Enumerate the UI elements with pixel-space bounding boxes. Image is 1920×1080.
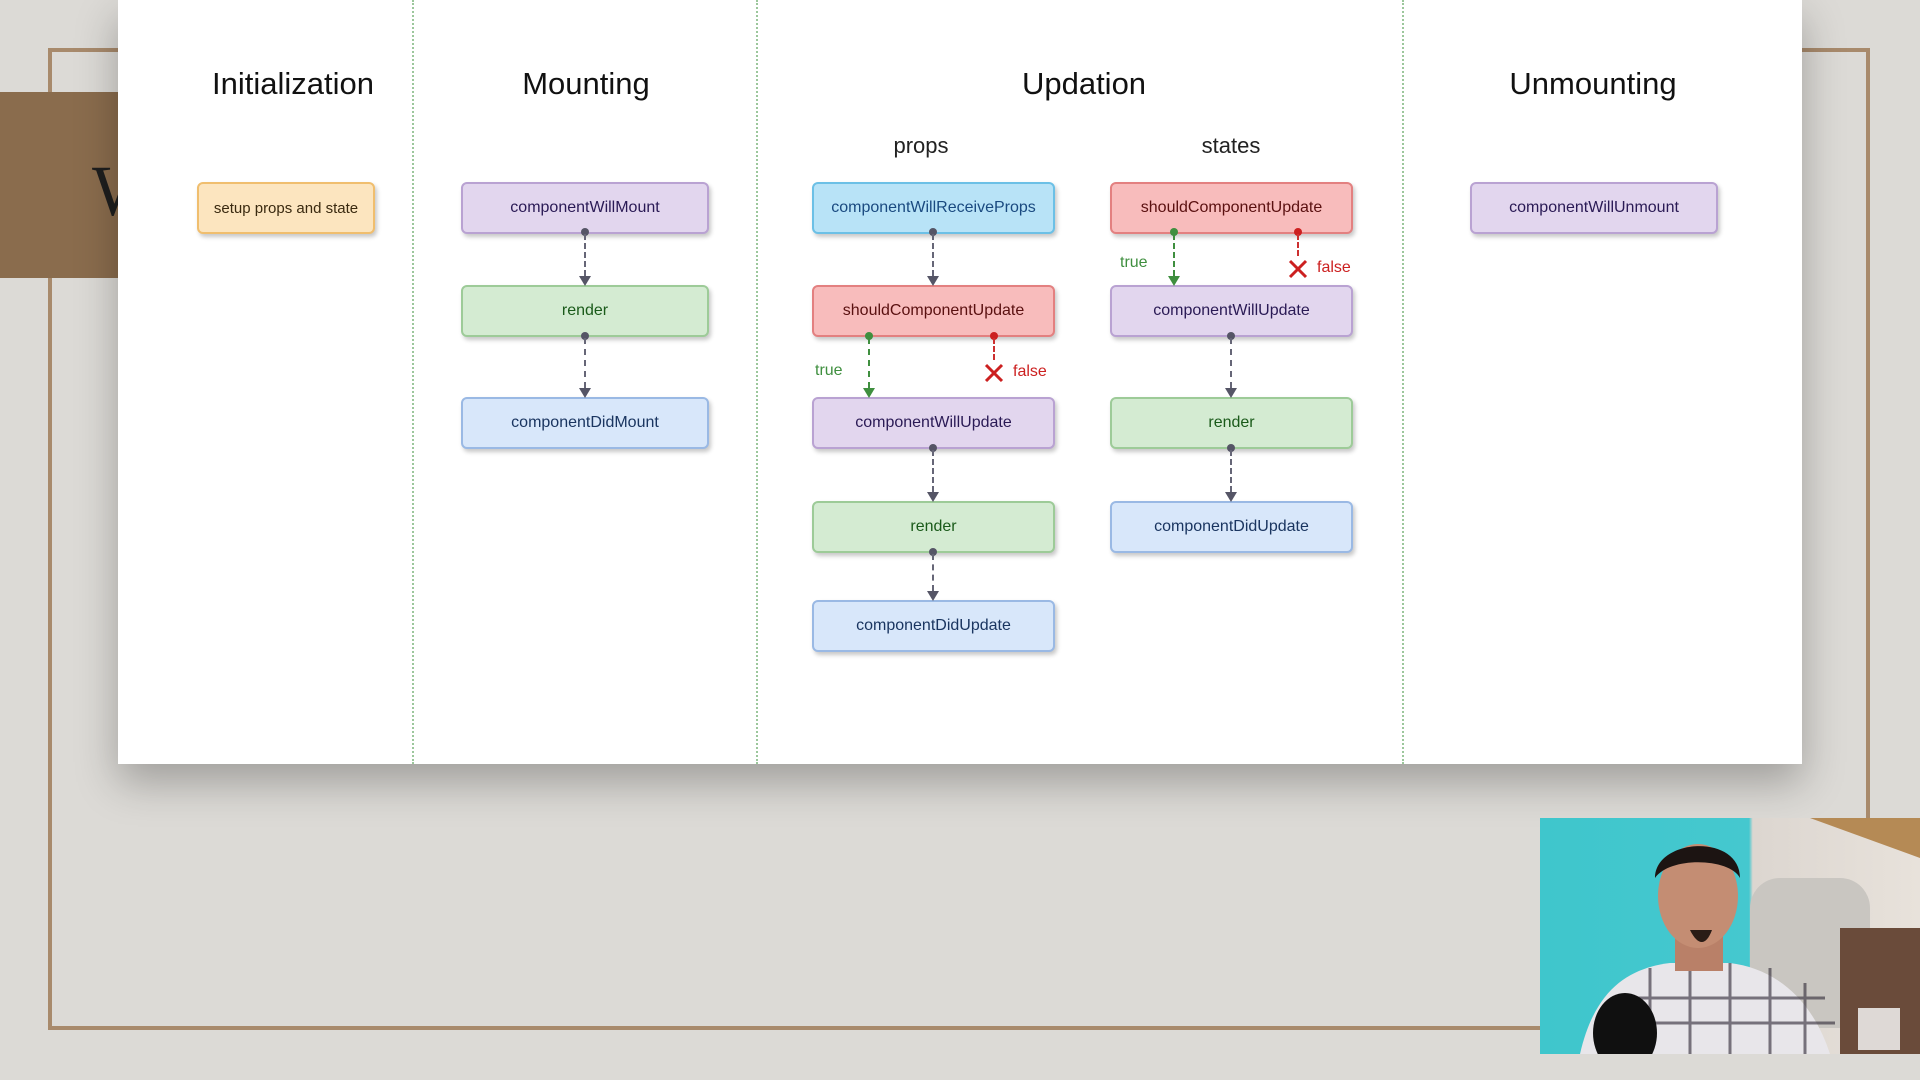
false-branch-dot <box>1294 228 1302 236</box>
arrow-head <box>927 492 939 502</box>
props-component-did-update-box: componentDidUpdate <box>812 600 1055 652</box>
updation-title: Updation <box>1021 66 1147 101</box>
connector-dot <box>929 548 937 556</box>
mounting-component-will-mount-box: componentWillMount <box>461 182 709 234</box>
arrow-head <box>927 591 939 601</box>
states-true-label: true <box>1120 254 1148 271</box>
connector-dot <box>929 228 937 236</box>
props-component-will-update-box: componentWillUpdate <box>812 397 1055 449</box>
connector-line <box>1230 338 1232 388</box>
arrow-head <box>927 276 939 286</box>
component-will-unmount-box: componentWillUnmount <box>1470 182 1718 234</box>
connector-dot <box>1227 332 1235 340</box>
connector-dot <box>1227 444 1235 452</box>
connector-line <box>584 234 586 276</box>
setup-props-and-state-box: setup props and state <box>197 182 375 234</box>
connector-line <box>932 450 934 492</box>
mounting-render-box: render <box>461 285 709 337</box>
connector-line <box>584 338 586 388</box>
true-branch-line <box>868 338 870 388</box>
states-render-box: render <box>1110 397 1353 449</box>
connector-dot <box>581 332 589 340</box>
props-should-component-update-box: shouldComponentUpdate <box>812 285 1055 337</box>
connector-dot <box>929 444 937 452</box>
props-true-label: true <box>815 362 843 379</box>
divider-2 <box>756 0 758 764</box>
states-component-did-update-box: componentDidUpdate <box>1110 501 1353 553</box>
false-branch-dot <box>990 332 998 340</box>
true-branch-arrow-head <box>1168 276 1180 286</box>
props-subtitle: props <box>893 133 949 158</box>
arrow-head <box>579 276 591 286</box>
false-branch-line <box>1297 234 1299 256</box>
props-render-box: render <box>812 501 1055 553</box>
true-branch-line <box>1173 234 1175 276</box>
true-branch-dot <box>1170 228 1178 236</box>
arrow-head <box>1225 492 1237 502</box>
initialization-title: Initialization <box>212 66 374 101</box>
props-component-will-receive-props-box: componentWillReceiveProps <box>812 182 1055 234</box>
cross-icon <box>984 363 1004 383</box>
mounting-title: Mounting <box>522 66 650 101</box>
states-false-label: false <box>1317 259 1351 276</box>
lifecycle-diagram: Initialization Mounting Updation Unmount… <box>118 0 1802 764</box>
false-branch-line <box>993 338 995 360</box>
connector-line <box>1230 450 1232 492</box>
states-should-component-update-box: shouldComponentUpdate <box>1110 182 1353 234</box>
true-branch-arrow-head <box>863 388 875 398</box>
mounting-component-did-mount-box: componentDidMount <box>461 397 709 449</box>
arrow-head <box>579 388 591 398</box>
props-false-label: false <box>1013 363 1047 380</box>
connector-dot <box>581 228 589 236</box>
states-subtitle: states <box>1201 133 1261 158</box>
connector-line <box>932 234 934 276</box>
true-branch-dot <box>865 332 873 340</box>
states-component-will-update-box: componentWillUpdate <box>1110 285 1353 337</box>
slide-title-block <box>0 92 130 278</box>
presenter-image <box>1580 818 1920 1054</box>
divider-3 <box>1402 0 1404 764</box>
arrow-head <box>1225 388 1237 398</box>
divider-1 <box>412 0 414 764</box>
unmounting-title: Unmounting <box>1509 66 1677 101</box>
cross-icon <box>1288 259 1308 279</box>
connector-line <box>932 554 934 591</box>
presenter-webcam <box>1540 818 1920 1054</box>
